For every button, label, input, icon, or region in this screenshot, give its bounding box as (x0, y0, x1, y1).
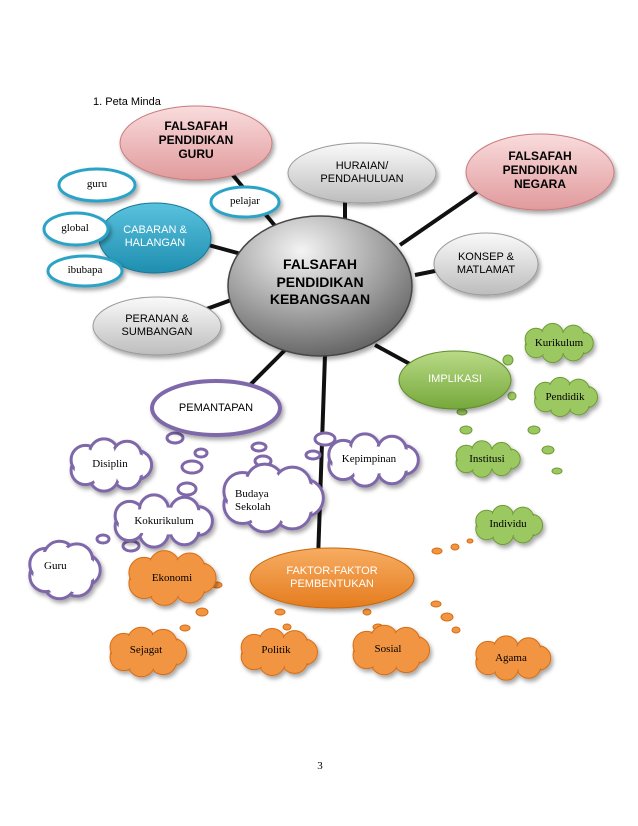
pemantapan-node (150, 379, 282, 437)
thought-dot (551, 467, 563, 475)
faktor-dots (179, 538, 474, 634)
thought-dot (176, 481, 198, 497)
pemantapan-shape (150, 379, 282, 437)
cloud-individu (475, 504, 544, 546)
cloud-politik (240, 628, 318, 676)
implikasi-item-institusi: Institusi (469, 453, 505, 465)
pemantapan-dots (95, 431, 337, 553)
thought-dot (121, 539, 141, 553)
thought-dot (282, 623, 292, 631)
cloud-sejagat (109, 626, 188, 678)
thought-dot (502, 354, 514, 366)
thought-dot (179, 624, 191, 632)
cloud-kepimpinan (327, 432, 420, 488)
cloud-guru (28, 539, 102, 601)
faktor-label: FAKTOR-FAKTOR PEMBENTUKAN (286, 565, 378, 590)
pemantapan-item-budaya-sekolah: Budaya Sekolah (235, 488, 271, 513)
cabaran-item-global: global (61, 222, 89, 234)
cabaran-item-guru: guru (86, 178, 108, 190)
thought-dot (180, 459, 204, 475)
peranan-node (92, 296, 222, 356)
center-node (227, 215, 413, 357)
cabaran-bubble-ibubapa (46, 254, 124, 288)
faktor-item-sejagat: Sejagat (129, 644, 163, 656)
falsafah-guru-label: FALSAFAH PENDIDIKAN GURU (158, 119, 234, 161)
thought-dot (440, 612, 454, 622)
implikasi-item-individu: Individu (489, 518, 527, 530)
peranan-label: PERANAN & SUMBANGAN (121, 313, 193, 338)
cloud-layer (28, 322, 599, 681)
pemantapan-item-guru: Guru (44, 560, 67, 572)
cloud-ekonomi (128, 550, 217, 606)
cloud-sosial (352, 624, 431, 676)
faktor-item-ekonomi: Ekonomi (151, 572, 193, 584)
thought-dot (466, 538, 474, 544)
pemantapan-item-kokurikulum: Kokurikulum (134, 515, 194, 527)
thought-dot (431, 547, 443, 555)
cloud-disiplin (69, 437, 154, 493)
cabaran-bubble-pelajar (209, 185, 281, 219)
cloud-budaya-sekolah (222, 462, 325, 534)
huraian-label: HURAIAN/ PENDAHULUAN (320, 160, 404, 185)
faktor-item-sosial: Sosial (374, 643, 402, 655)
cloud-institusi (455, 440, 521, 478)
thought-dot (456, 408, 468, 416)
thought-dot (195, 607, 209, 617)
implikasi-node (398, 350, 512, 410)
thought-dot (451, 626, 461, 634)
pemantapan-item-kepimpinan: Kepimpinan (341, 453, 397, 465)
thought-dot (250, 441, 268, 453)
cabaran-bubble-global (42, 211, 110, 247)
thought-dot (459, 425, 473, 435)
implikasi-item-kurikulum: Kurikulum (534, 337, 584, 349)
cloud-kokurikulum (113, 493, 214, 549)
cabaran-bubbles (42, 167, 281, 288)
implikasi-item-pendidik: Pendidik (545, 391, 585, 403)
thought-dot (304, 449, 322, 461)
pemantapan-label: PEMANTAPAN (178, 402, 254, 414)
konsep-label: KONSEP & MATLAMAT (456, 251, 516, 276)
cabaran-bubble-guru (57, 167, 137, 203)
center-label: FALSAFAH PENDIDIKAN KEBANGSAAN (269, 256, 371, 307)
implikasi-label: IMPLIKASI (428, 373, 482, 385)
falsafah-negara-node (465, 133, 615, 211)
falsafah-negara-label: FALSAFAH PENDIDIKAN NEGARA (502, 149, 578, 191)
branch-shapes (92, 105, 615, 609)
faktor-item-agama: Agama (495, 652, 527, 664)
thought-dot (527, 425, 541, 435)
huraian-node (287, 142, 437, 204)
faktor-item-politik: Politik (261, 644, 291, 656)
thought-dot (95, 533, 111, 545)
thought-dot (362, 608, 372, 616)
thought-dot (541, 445, 555, 455)
thought-dot (430, 600, 442, 608)
thought-dot (193, 447, 209, 459)
connector-faktor (316, 354, 327, 561)
connector-falsafah-negara (398, 188, 482, 247)
page-heading: 1. Peta Minda (93, 96, 161, 108)
cloud-pendidik (534, 376, 599, 418)
cloud-kurikulum (524, 322, 594, 364)
konsep-node (433, 232, 539, 296)
cloud-agama (475, 635, 552, 681)
thought-dot (507, 391, 517, 401)
cabaran-item-ibubapa: ibubapa (67, 264, 103, 276)
thought-dot (313, 431, 337, 447)
cabaran-item-pelajar: pelajar (230, 195, 260, 207)
faktor-node (249, 547, 415, 609)
thought-dot (450, 543, 460, 551)
thought-dot (165, 431, 185, 445)
cabaran-label: CABARAN & HALANGAN (123, 224, 187, 249)
thought-dot (274, 608, 286, 616)
page-number: 3 (317, 760, 323, 772)
falsafah-guru-node (119, 105, 273, 181)
pemantapan-item-disiplin: Disiplin (92, 458, 128, 470)
